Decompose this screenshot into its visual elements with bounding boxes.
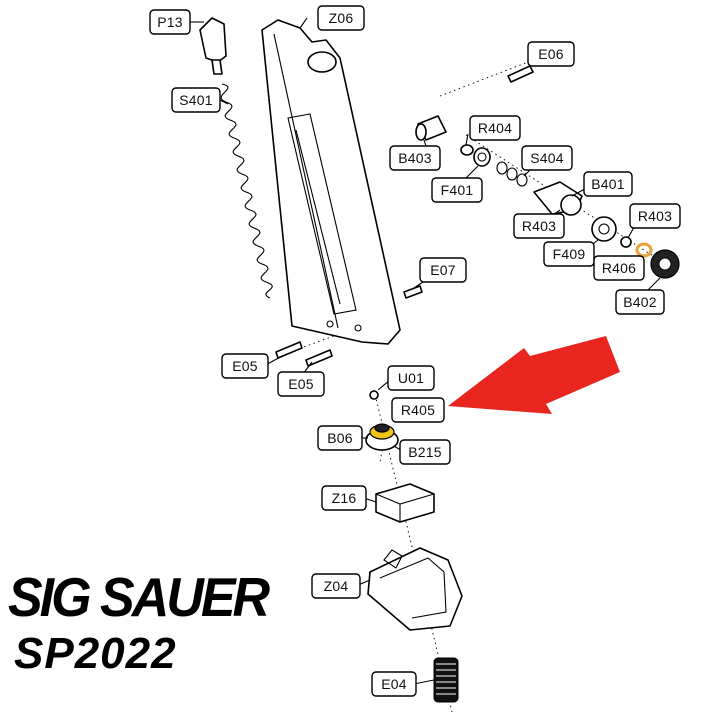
svg-text:F409: F409 xyxy=(553,246,586,262)
svg-text:R404: R404 xyxy=(478,120,512,136)
svg-text:E06: E06 xyxy=(538,46,564,62)
part-label-s401: S401 xyxy=(171,87,221,113)
svg-text:R405: R405 xyxy=(401,402,435,418)
part-label-b401: B401 xyxy=(583,171,633,197)
part-label-z06: Z06 xyxy=(317,5,365,31)
part-label-s404: S404 xyxy=(521,145,573,171)
orange-o-ring-part xyxy=(635,242,653,258)
base-spring-part xyxy=(433,657,459,703)
svg-text:P13: P13 xyxy=(157,14,183,30)
highlight-arrow xyxy=(448,336,620,414)
model-name: SP2022 xyxy=(14,629,177,678)
magazine-body-part xyxy=(261,19,401,345)
svg-text:S401: S401 xyxy=(179,92,213,108)
part-label-b06: B06 xyxy=(317,425,363,451)
base-plate-part xyxy=(367,547,463,631)
part-label-p13: P13 xyxy=(149,9,191,35)
svg-text:S404: S404 xyxy=(530,150,564,166)
svg-text:Z16: Z16 xyxy=(332,490,357,506)
ball-part xyxy=(369,390,379,400)
brand-block: SIG SAUER SP2022 xyxy=(8,567,270,678)
part-label-r406: R406 xyxy=(593,255,645,281)
part-label-e06: E06 xyxy=(527,41,575,67)
part-label-z04: Z04 xyxy=(311,573,361,599)
part-label-e04: E04 xyxy=(371,671,417,697)
svg-text:B06: B06 xyxy=(327,430,353,446)
part-label-b215: B215 xyxy=(399,439,451,465)
part-label-f409: F409 xyxy=(543,241,595,267)
follower-part xyxy=(199,17,227,75)
base-screw-part xyxy=(365,423,399,451)
valve-assembly xyxy=(415,115,680,279)
svg-text:U01: U01 xyxy=(398,370,424,386)
svg-text:R403: R403 xyxy=(638,208,672,224)
svg-text:Z06: Z06 xyxy=(329,10,354,26)
svg-text:B402: B402 xyxy=(623,294,657,310)
part-label-z16: Z16 xyxy=(321,485,367,511)
svg-text:E05: E05 xyxy=(288,376,314,392)
magazine-spring-part xyxy=(220,83,273,299)
part-label-r404: R404 xyxy=(469,115,521,141)
manufacturer-logo: SIG SAUER xyxy=(8,567,270,629)
part-label-e07: E07 xyxy=(419,257,467,283)
svg-text:B403: B403 xyxy=(398,150,432,166)
part-label-r405: R405 xyxy=(391,397,445,423)
svg-text:Z04: Z04 xyxy=(324,578,349,594)
svg-text:R406: R406 xyxy=(602,260,636,276)
svg-text:B401: B401 xyxy=(591,176,625,192)
part-label-r403-valve: R403 xyxy=(513,213,565,239)
svg-text:R403: R403 xyxy=(522,218,556,234)
part-label-b402: B402 xyxy=(615,289,665,315)
svg-text:E04: E04 xyxy=(381,676,407,692)
svg-text:E07: E07 xyxy=(430,262,456,278)
part-label-r403: R403 xyxy=(629,203,681,229)
svg-text:B215: B215 xyxy=(408,444,442,460)
svg-text:E05: E05 xyxy=(232,358,258,374)
part-label-b403: B403 xyxy=(389,145,441,171)
part-label-f401: F401 xyxy=(431,177,483,203)
part-label-u01: U01 xyxy=(387,365,435,391)
part-label-e05-right: E05 xyxy=(277,371,325,397)
part-label-e05-left: E05 xyxy=(221,353,269,379)
magazine-insert-part xyxy=(375,483,435,523)
svg-text:F401: F401 xyxy=(441,182,474,198)
